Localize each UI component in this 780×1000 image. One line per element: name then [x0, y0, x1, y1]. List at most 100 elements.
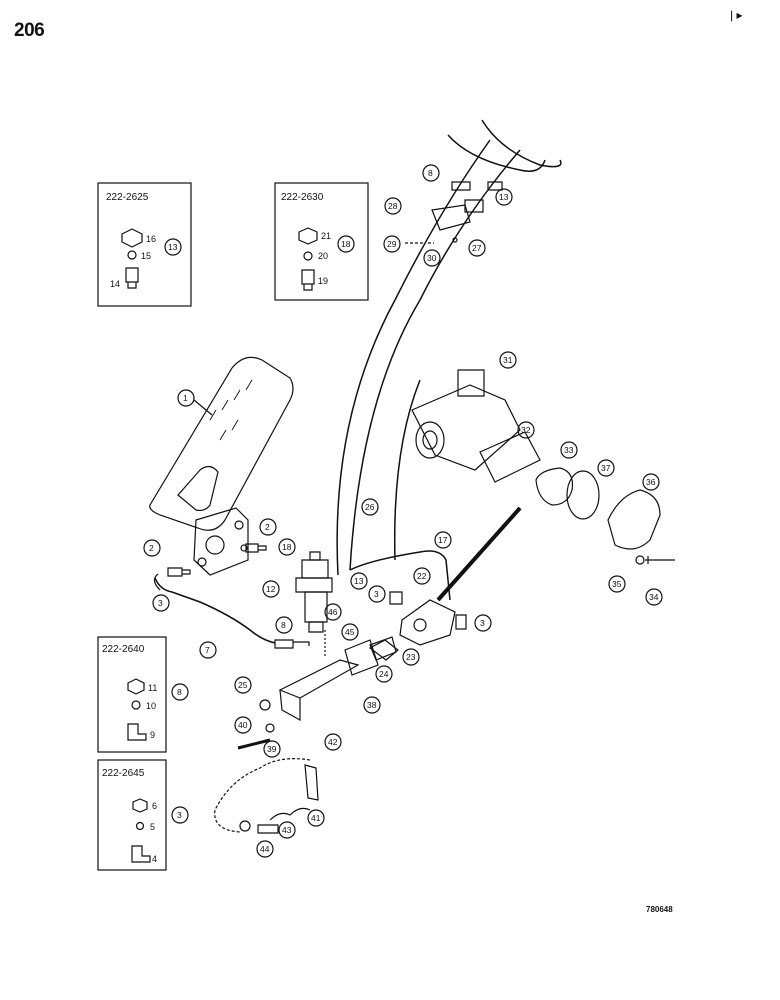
svg-text:2: 2 — [149, 543, 154, 553]
svg-text:13: 13 — [168, 242, 178, 252]
kit-box-frame — [274, 182, 369, 301]
callout-36 — [642, 473, 660, 491]
svg-text:2: 2 — [265, 522, 270, 532]
callout-41 — [307, 809, 325, 827]
callout-29 — [383, 235, 401, 253]
svg-text:18: 18 — [282, 542, 292, 552]
svg-text:8: 8 — [281, 620, 286, 630]
fittings-left — [153, 543, 276, 644]
kit-box-222-2630: 222-2630 21 20 19 18 — [274, 182, 369, 301]
bolt-39 — [237, 738, 271, 750]
callout-37 — [597, 459, 615, 477]
svg-text:40: 40 — [238, 720, 248, 730]
connector-icon — [301, 269, 315, 291]
svg-text:10: 10 — [146, 701, 156, 711]
sleeve-icon — [303, 251, 313, 261]
svg-text:37: 37 — [601, 463, 611, 473]
callout-46 — [324, 603, 342, 621]
page-number: 206 — [14, 20, 45, 41]
callout-35 — [608, 575, 626, 593]
svg-text:29: 29 — [387, 239, 397, 249]
callout-44 — [256, 840, 274, 858]
o-ring-37 — [566, 470, 600, 520]
svg-text:3: 3 — [374, 589, 379, 599]
callout-45 — [341, 623, 359, 641]
upper-valve — [405, 181, 503, 244]
svg-text:31: 31 — [503, 355, 513, 365]
callout-circle-18 — [337, 235, 355, 253]
callout-17 — [434, 531, 452, 549]
washer-40 — [265, 723, 275, 733]
svg-text:23: 23 — [406, 652, 416, 662]
nut-icon — [298, 227, 318, 245]
svg-text:27: 27 — [472, 243, 482, 253]
cup-33 — [535, 467, 574, 506]
svg-text:222-2640: 222-2640 — [102, 644, 145, 655]
valve-22 — [368, 591, 467, 661]
callout-13 — [350, 572, 368, 590]
svg-text:20: 20 — [318, 251, 328, 261]
svg-text:14: 14 — [110, 279, 120, 289]
kit-box-frame — [97, 182, 192, 307]
switch-bracket — [237, 630, 397, 750]
washer-44 — [239, 820, 251, 832]
svg-text:19: 19 — [318, 276, 328, 286]
callout-3 — [152, 594, 170, 612]
fitting-3-b — [455, 614, 467, 630]
piston-32 — [479, 431, 541, 483]
callout-26 — [361, 498, 379, 516]
kit-box-222-2625: 222-2625 16 15 14 13 — [97, 182, 192, 307]
brake-pedal — [149, 356, 294, 576]
svg-text:24: 24 — [379, 669, 389, 679]
svg-text:13: 13 — [499, 192, 509, 202]
kit-box-title: 222-2625 — [106, 192, 149, 203]
callout-39 — [263, 740, 281, 758]
svg-text:222-2645: 222-2645 — [102, 768, 145, 779]
elbow-icon — [127, 723, 147, 741]
svg-text:21: 21 — [321, 231, 331, 241]
brake-line-7 — [154, 577, 276, 644]
svg-text:8: 8 — [177, 687, 182, 697]
svg-text:39: 39 — [267, 744, 277, 754]
sleeve-icon — [135, 821, 145, 831]
callout-33 — [560, 441, 578, 459]
sleeve-icon — [131, 700, 141, 710]
spring-assembly — [214, 758, 319, 834]
cover-36 — [607, 489, 661, 550]
callout-labels: 1 2 2 3 3 3 7 8 8 12 13 13 17 18 22 23 2… — [149, 168, 659, 854]
kit-box-frame — [97, 636, 167, 753]
elbow-fitting-8 — [274, 639, 310, 649]
callout-circle-13 — [164, 238, 182, 256]
nut-25 — [259, 699, 271, 711]
brake-lines — [336, 119, 562, 601]
svg-text:18: 18 — [341, 239, 351, 249]
svg-text:38: 38 — [367, 700, 377, 710]
callout-7 — [199, 641, 217, 659]
pin-43 — [257, 824, 279, 834]
svg-text:8: 8 — [428, 168, 433, 178]
svg-text:7: 7 — [205, 645, 210, 655]
callout-8 — [275, 616, 293, 634]
fitting-3-a — [389, 591, 403, 605]
washer-35 — [635, 555, 645, 565]
callout-38 — [363, 696, 381, 714]
svg-text:9: 9 — [150, 730, 155, 740]
svg-text:33: 33 — [564, 445, 574, 455]
callouts — [143, 164, 663, 858]
svg-text:42: 42 — [328, 737, 338, 747]
svg-text:45: 45 — [345, 627, 355, 637]
svg-text:35: 35 — [612, 579, 622, 589]
drawing-code: 780648 — [646, 905, 673, 914]
callout-1 — [177, 389, 195, 407]
svg-text:36: 36 — [646, 477, 656, 487]
callout-32 — [517, 421, 535, 439]
svg-text:6: 6 — [152, 801, 157, 811]
callout-2 — [259, 518, 277, 536]
svg-text:3: 3 — [158, 598, 163, 608]
callout-23 — [402, 648, 420, 666]
callout-22 — [413, 567, 431, 585]
svg-text:30: 30 — [427, 253, 437, 263]
callout-3 — [368, 585, 386, 603]
switch-24 — [344, 639, 379, 676]
svg-text:43: 43 — [282, 825, 292, 835]
